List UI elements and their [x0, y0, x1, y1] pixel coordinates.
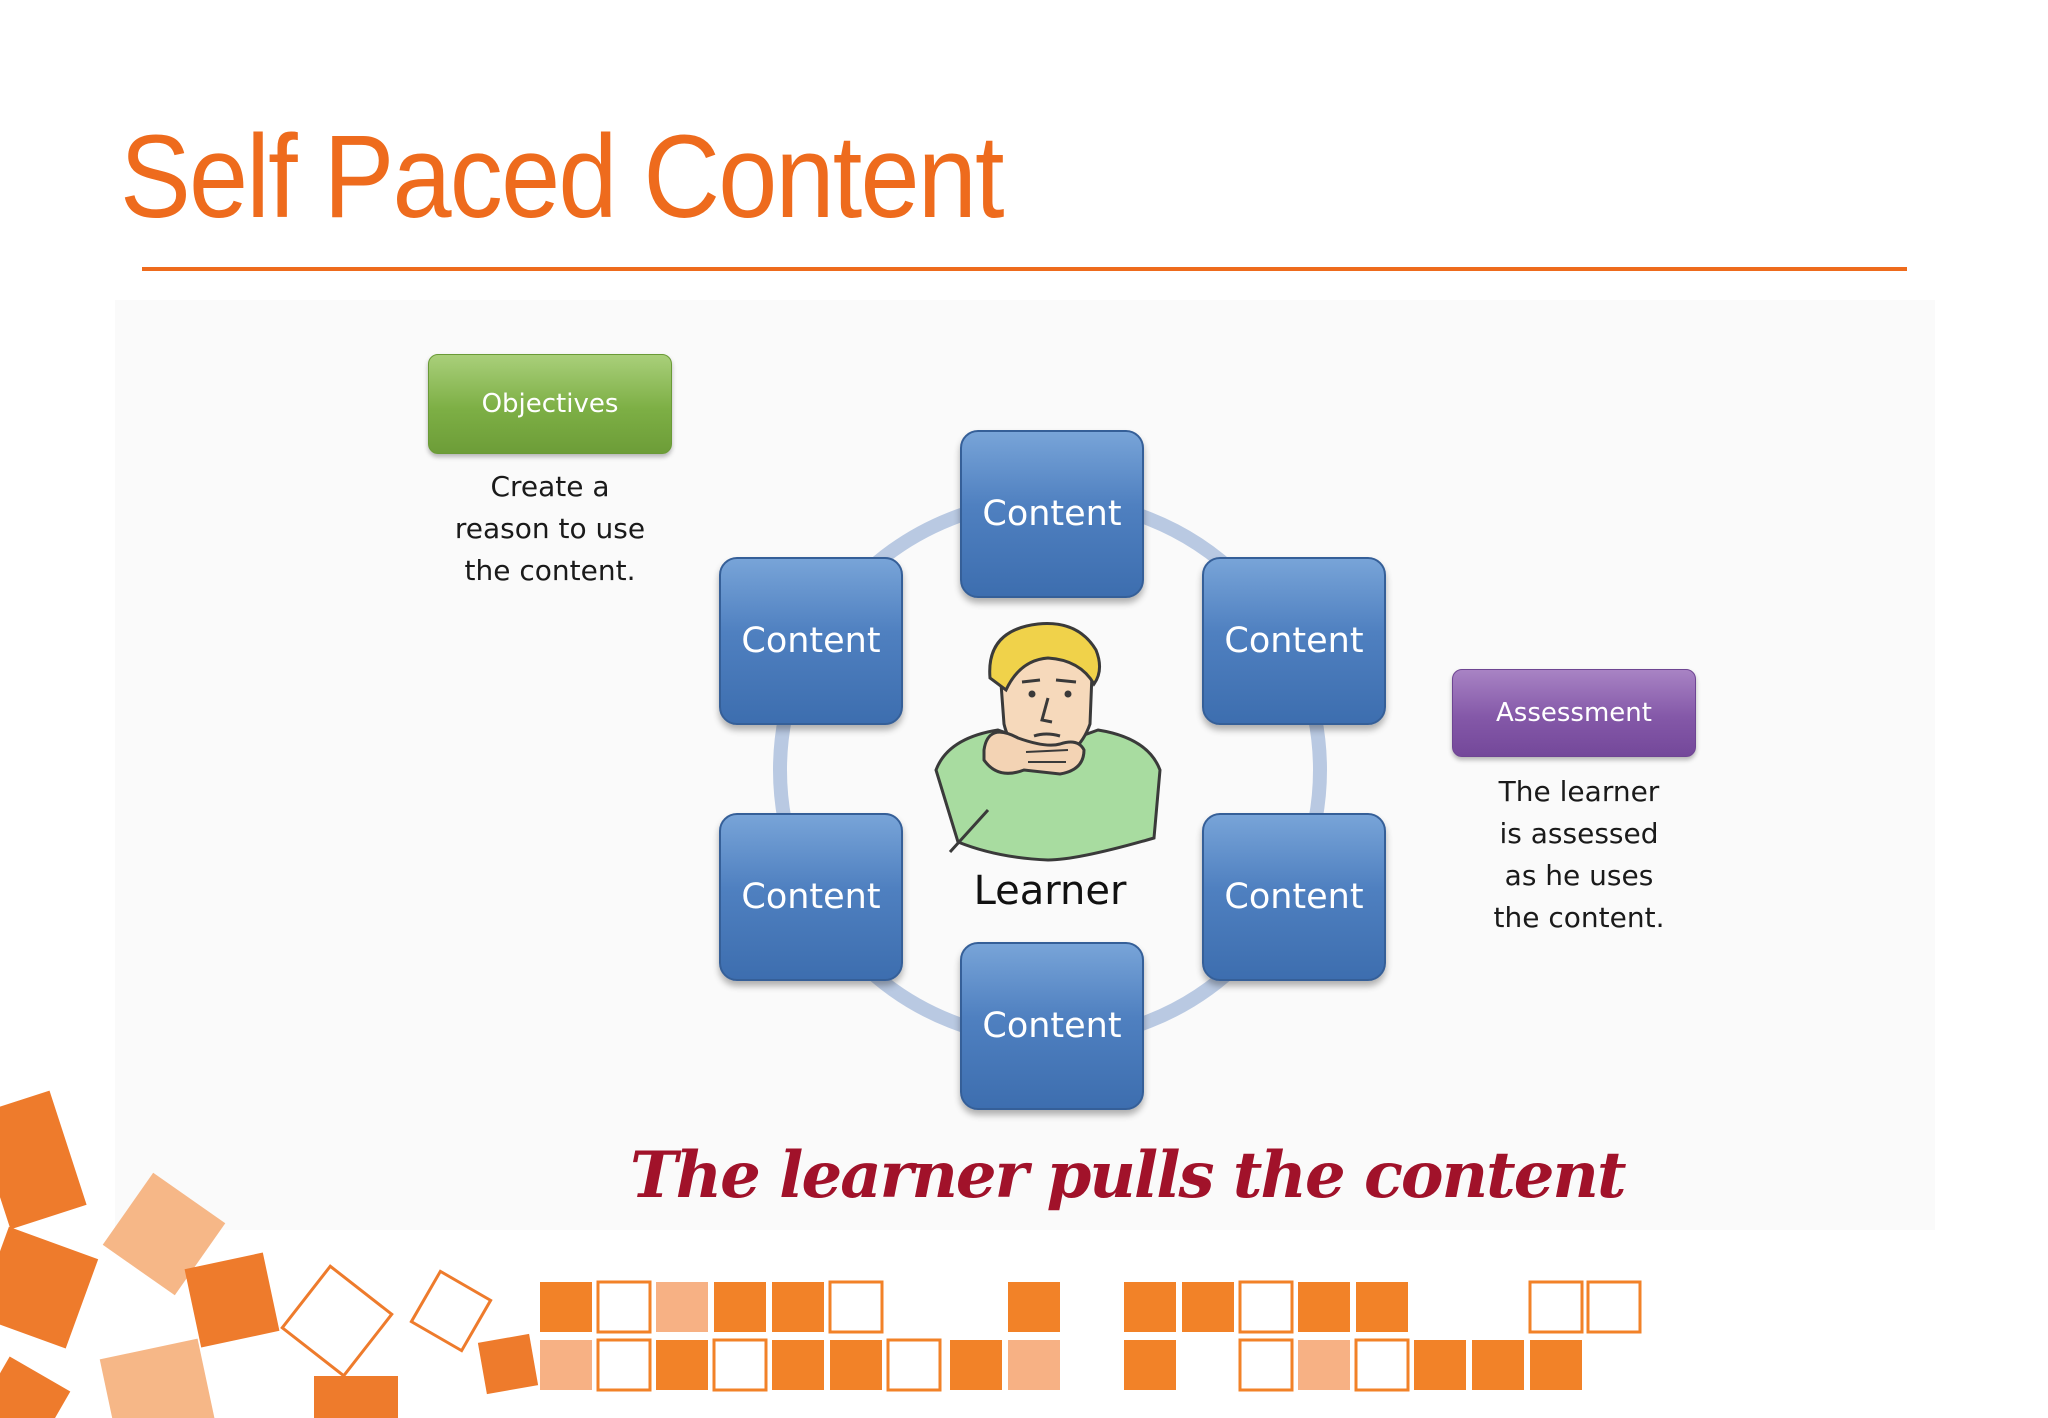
learner-label: Learner	[973, 868, 1127, 914]
content-node-bottom: Content	[960, 942, 1144, 1110]
content-node-lower-right: Content	[1202, 813, 1386, 981]
content-node-lower-left: Content	[719, 813, 903, 981]
slide-title-text: Self Paced Content	[120, 111, 1005, 243]
objectives-description: Create a reason to use the content.	[454, 470, 646, 587]
thinking-learner-illustration	[934, 622, 1162, 862]
objectives-label: Objectives	[428, 354, 672, 454]
assessment-label: Assessment	[1452, 669, 1696, 757]
content-node-upper-left: Content	[719, 557, 903, 725]
title-divider	[142, 267, 1907, 271]
assessment-description: The learner is assessed as he uses the c…	[1493, 775, 1665, 934]
content-node-top: Content	[960, 430, 1144, 598]
content-node-upper-right: Content	[1202, 557, 1386, 725]
tagline: The learner pulls the content	[630, 1138, 1627, 1213]
